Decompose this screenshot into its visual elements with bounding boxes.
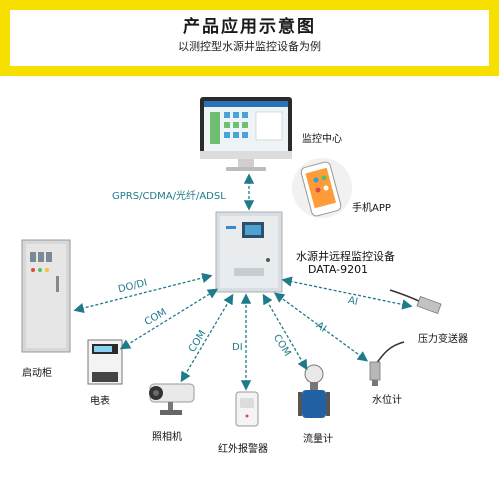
device-name-label: 水源井远程监控设备: [296, 250, 395, 263]
monitor-icon: [200, 97, 292, 171]
alarm-label: 红外报警器: [218, 444, 268, 455]
infrared-alarm-icon: [235, 391, 259, 427]
flowmeter-label: 流量计: [303, 434, 333, 445]
level-gauge-label: 水位计: [372, 395, 402, 406]
level-gauge-icon: [369, 341, 405, 386]
mobile-app-label: 手机APP: [352, 203, 391, 214]
network-link-label: GPRS/CDMA/光纤/ADSL: [112, 191, 226, 202]
camera-label: 照相机: [152, 432, 182, 443]
meter-icon: [87, 339, 123, 385]
page-title: 产品应用示意图: [183, 17, 316, 37]
arrow-cabinet: [73, 272, 213, 314]
phone-icon: [292, 158, 352, 218]
monitor-center-label: 监控中心: [302, 134, 342, 145]
arrow-camera: [180, 293, 234, 383]
arrow-level: [273, 292, 369, 362]
cabinet-label: 启动柜: [22, 368, 52, 379]
header-box: [10, 10, 489, 66]
meter-label: 电表: [90, 396, 110, 407]
header-banner: [0, 0, 499, 76]
monitoring-device-icon: [215, 211, 283, 293]
flowmeter-icon: [298, 364, 330, 418]
alarm-link-label: DI: [232, 342, 243, 353]
page-subtitle: 以测控型水源井监控设备为例: [178, 40, 321, 53]
camera-icon: [149, 383, 195, 415]
device-model-label: DATA-9201: [308, 263, 369, 276]
arrows: [73, 173, 413, 391]
cabinet-icon: [21, 239, 71, 353]
pressure-transmitter-label: 压力变送器: [418, 334, 468, 345]
arrow-pressure: [281, 276, 413, 310]
pressure-transmitter-icon: [389, 289, 442, 314]
